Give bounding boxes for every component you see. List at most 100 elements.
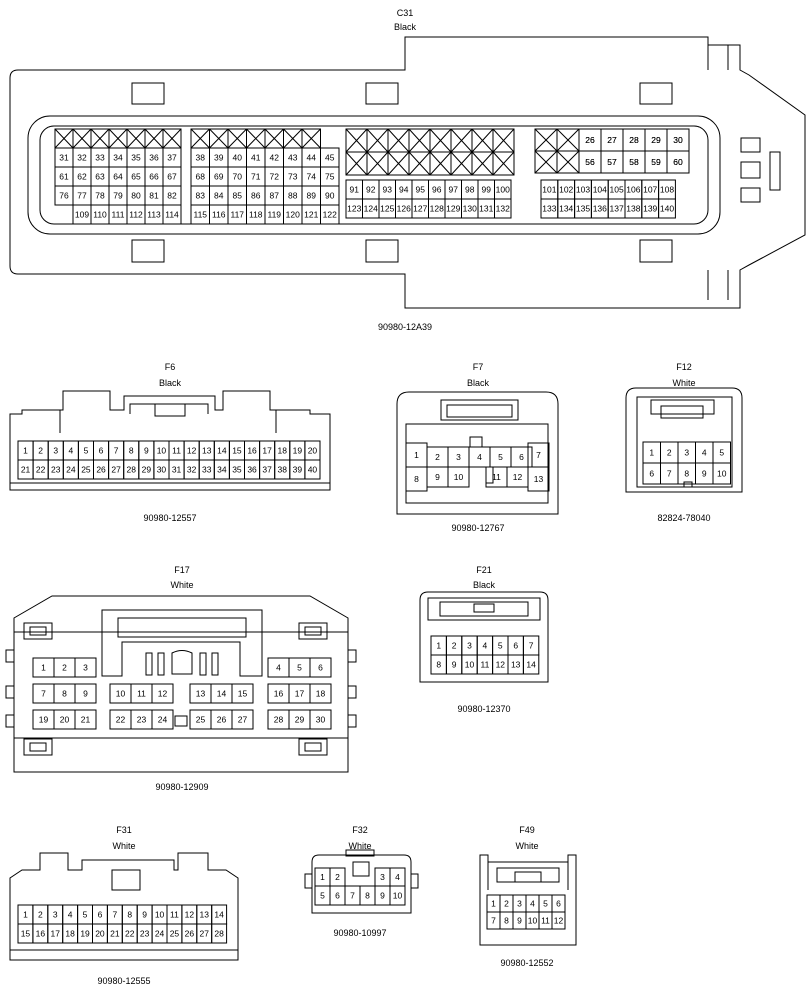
c31-blocked-cavity-mark: [408, 151, 431, 176]
f49-pin-number: 4: [530, 899, 535, 909]
c31-pin-number: 27: [607, 135, 617, 145]
f49-pin-number: 1: [491, 899, 496, 909]
c31-pin-number: 112: [129, 210, 143, 220]
c31-pin-number: 56: [585, 157, 595, 167]
c31-blocked-cavity-mark: [429, 128, 452, 153]
c31-pin-number: 107: [643, 185, 657, 195]
f7-pin-number: 11: [492, 472, 501, 482]
c31-pin-number: 119: [267, 210, 281, 220]
c31-pin-number: 115: [193, 210, 207, 220]
f7-pin-number: 6: [519, 452, 524, 462]
c31-pin-number: 71: [251, 172, 261, 182]
f32-pin-number: 6: [335, 891, 340, 901]
c31-pin-number: 73: [288, 172, 298, 182]
c31-pin-number: 28: [629, 135, 639, 145]
c31-pin-number: 90: [325, 191, 335, 201]
f6-name: F6: [165, 362, 176, 372]
f21-captions: F21 Black 90980-12370: [457, 565, 510, 714]
f49-pin-number: 8: [504, 916, 509, 926]
c31-pin-number: 79: [113, 191, 123, 201]
c31-pin-number: 88: [288, 191, 298, 201]
f31-pin-number: 3: [53, 910, 58, 920]
c31-pin-number: 36: [149, 153, 159, 163]
f31-pin-number: 7: [112, 910, 117, 920]
c31-pin-number: 77: [77, 191, 87, 201]
c31-pin-number: 70: [233, 172, 243, 182]
f17-pin-number: 4: [276, 663, 281, 673]
f6-captions: F6 Black 90980-12557: [143, 362, 196, 523]
f31-pin-number: 5: [83, 910, 88, 920]
c31-pin-number: 111: [112, 210, 125, 220]
f32-pin-number: 4: [395, 872, 400, 882]
f21-pin-cavity: [522, 654, 540, 675]
c31-pin-number: 59: [651, 157, 661, 167]
c31-pin-number: 66: [149, 172, 159, 182]
c31-pin-number: 80: [131, 191, 141, 201]
f7-pin-number: 4: [477, 452, 482, 462]
f12-pin-number: 6: [649, 469, 654, 479]
f17-pin-number: 29: [295, 715, 305, 725]
c31-blocked-cavity-mark: [54, 128, 74, 149]
f31-pin-number: 21: [110, 929, 120, 939]
f31-pin-number: 8: [127, 910, 132, 920]
c31-pin-cavity: [320, 204, 340, 225]
c31-pin-number: 82: [167, 191, 177, 201]
f17-captions: F17 White 90980-12909: [155, 565, 208, 792]
c31-pin-number: 26: [585, 135, 595, 145]
f49-captions: F49 White 90980-12552: [500, 825, 553, 968]
f32-part-number: 90980-10997: [333, 928, 386, 938]
c31-pin-number: 99: [482, 185, 492, 195]
f32-housing: [304, 849, 419, 914]
f17-pin-cavity: [74, 709, 97, 730]
c31-pin-number: 103: [576, 185, 590, 195]
f6-pin-number: 21: [21, 465, 31, 475]
f6-pin-number: 25: [81, 465, 91, 475]
f49-color: White: [515, 841, 538, 851]
c31-pin-number: 56: [585, 157, 595, 167]
f21-pin-number: 14: [526, 660, 536, 670]
f21-pin-number: 1: [436, 641, 441, 651]
c31-pin-number: 96: [432, 185, 442, 195]
c31-pin-number: 30: [673, 135, 683, 145]
f17-pin-number: 11: [137, 689, 146, 699]
f32-pin-number: 10: [393, 891, 403, 901]
f6-pin-number: 22: [36, 465, 46, 475]
c31-pin-number: 113: [147, 210, 161, 220]
f49-part-number: 90980-12552: [500, 958, 553, 968]
f17-pin-number: 6: [318, 663, 323, 673]
f7-pin-number: 13: [534, 474, 544, 484]
f6-pin-number: 30: [157, 465, 167, 475]
c31-blocked-cavity-mark: [450, 151, 473, 176]
f7-housing: [396, 391, 559, 515]
f17-pin-number: 20: [60, 715, 70, 725]
f6-pin-number: 29: [142, 465, 152, 475]
c31-blocked-cavity-mark: [90, 128, 110, 149]
c31-pin-number: 35: [131, 153, 141, 163]
f12-pin-number: 3: [684, 448, 689, 458]
f12-pin-number: 4: [702, 448, 707, 458]
f6-pin-number: 14: [217, 446, 227, 456]
c31-pin-number: 60: [673, 157, 683, 167]
f32-pin-number: 2: [335, 872, 340, 882]
c31-part-number: 90980-12A39: [378, 322, 432, 332]
c31-captions: C31 Black 90980-12A39: [378, 8, 432, 332]
f49-pin-number: 5: [543, 899, 548, 909]
c31-blocked-cavity-mark: [283, 128, 303, 149]
f31-pin-number: 4: [68, 910, 73, 920]
f12-pin-number: 7: [667, 469, 672, 479]
f17-pin-number: 14: [217, 689, 227, 699]
f17-pin-cavity: [74, 657, 97, 678]
f6-pin-number: 20: [308, 446, 318, 456]
f49-pin-number: 2: [504, 899, 509, 909]
c31-blocked-cavity-mark: [556, 128, 580, 152]
f17-pin-cavity: [231, 683, 254, 704]
f49-pin-cavity: [551, 911, 566, 930]
c31-pin-number: 32: [77, 153, 87, 163]
c31-pin-number: 128: [430, 204, 444, 214]
f31-pin-number: 11: [170, 910, 179, 920]
c31-pin-number: 134: [559, 204, 573, 214]
f6-pin-number: 11: [172, 446, 181, 456]
f12-name: F12: [676, 362, 692, 372]
f12-pin-number: 5: [719, 448, 724, 458]
c31-pin-number: 59: [651, 157, 661, 167]
